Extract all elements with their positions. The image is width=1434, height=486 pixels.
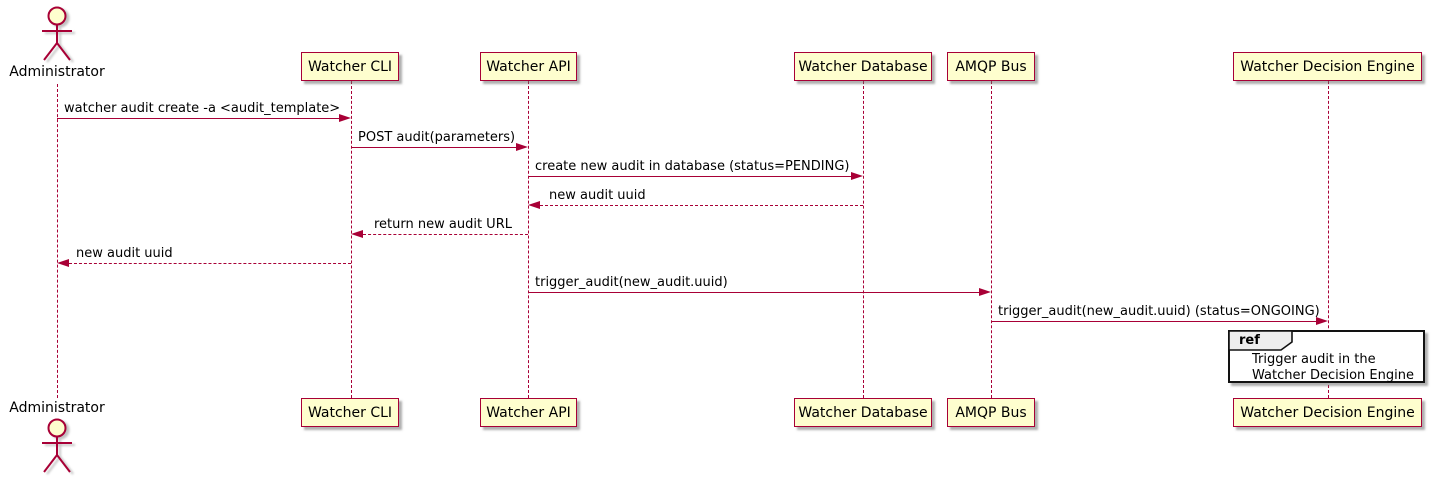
message-label: trigger_audit(new_audit.uuid) bbox=[535, 275, 728, 290]
arrowhead-icon bbox=[516, 142, 528, 151]
message-line bbox=[991, 321, 1317, 322]
actor-icon bbox=[42, 6, 72, 61]
participant-watcher-api-top: Watcher API bbox=[480, 52, 577, 81]
arrowhead-icon bbox=[1316, 316, 1328, 325]
message-label: POST audit(parameters) bbox=[358, 130, 516, 145]
lifeline-watcher-database bbox=[862, 81, 864, 398]
participant-watcher-decision-engine-bottom: Watcher Decision Engine bbox=[1233, 398, 1422, 427]
message-label: new audit uuid bbox=[76, 246, 173, 261]
participant-label: Watcher Decision Engine bbox=[1240, 404, 1415, 421]
arrowhead-icon bbox=[57, 258, 69, 267]
message-label: return new audit URL bbox=[374, 217, 512, 232]
message-label: new audit uuid bbox=[549, 188, 646, 203]
message-line bbox=[528, 176, 852, 177]
participant-label: Watcher Database bbox=[798, 58, 928, 75]
lifeline-amqp-bus bbox=[990, 81, 992, 398]
arrowhead-icon bbox=[339, 113, 351, 122]
ref-text: Trigger audit in the Watcher Decision En… bbox=[1252, 352, 1414, 384]
message-line bbox=[57, 118, 340, 119]
participant-watcher-api-bottom: Watcher API bbox=[480, 398, 577, 427]
message-line bbox=[528, 292, 980, 293]
arrowhead-icon bbox=[528, 200, 540, 209]
participant-amqp-bus-bottom: AMQP Bus bbox=[947, 398, 1035, 427]
message-label: create new audit in database (status=PEN… bbox=[535, 159, 850, 174]
ref-text-line1: Trigger audit in the bbox=[1252, 352, 1376, 367]
participant-label: Watcher Database bbox=[798, 404, 928, 421]
message-label: trigger_audit(new_audit.uuid) (status=ON… bbox=[998, 304, 1320, 319]
participant-amqp-bus-top: AMQP Bus bbox=[947, 52, 1035, 81]
message-line bbox=[351, 147, 517, 148]
ref-keyword: ref bbox=[1239, 333, 1260, 348]
participant-label: Watcher CLI bbox=[307, 404, 393, 421]
participant-watcher-database-top: Watcher Database bbox=[794, 52, 932, 81]
actor-label-bottom: Administrator bbox=[9, 400, 105, 416]
participant-label: AMQP Bus bbox=[955, 404, 1027, 421]
participant-label: Watcher Decision Engine bbox=[1240, 58, 1415, 75]
message-line bbox=[540, 205, 863, 206]
participant-label: Watcher CLI bbox=[307, 58, 393, 75]
ref-fragment: ref Trigger audit in the Watcher Decisio… bbox=[1228, 330, 1425, 383]
participant-label: Watcher API bbox=[486, 58, 571, 75]
arrowhead-icon bbox=[851, 171, 863, 180]
lifeline-watcher-api bbox=[528, 81, 529, 398]
participant-watcher-cli-bottom: Watcher CLI bbox=[301, 398, 399, 427]
lifeline-watcher-decision-engine bbox=[1327, 81, 1329, 398]
message-label: watcher audit create -a <audit_template> bbox=[64, 101, 341, 116]
participant-watcher-cli-top: Watcher CLI bbox=[301, 52, 399, 81]
actor-icon bbox=[42, 418, 72, 473]
participant-label: AMQP Bus bbox=[955, 58, 1027, 75]
actor-label-top: Administrator bbox=[9, 64, 105, 80]
ref-text-line2: Watcher Decision Engine bbox=[1252, 368, 1414, 383]
lifeline-administrator bbox=[56, 84, 58, 398]
lifeline-watcher-cli bbox=[350, 81, 352, 398]
message-line bbox=[363, 234, 528, 235]
participant-watcher-database-bottom: Watcher Database bbox=[794, 398, 932, 427]
arrowhead-icon bbox=[351, 229, 363, 238]
message-line bbox=[69, 263, 351, 264]
arrowhead-icon bbox=[979, 287, 991, 296]
participant-watcher-decision-engine-top: Watcher Decision Engine bbox=[1233, 52, 1422, 81]
participant-label: Watcher API bbox=[486, 404, 571, 421]
ref-tab-icon bbox=[1228, 330, 1293, 351]
